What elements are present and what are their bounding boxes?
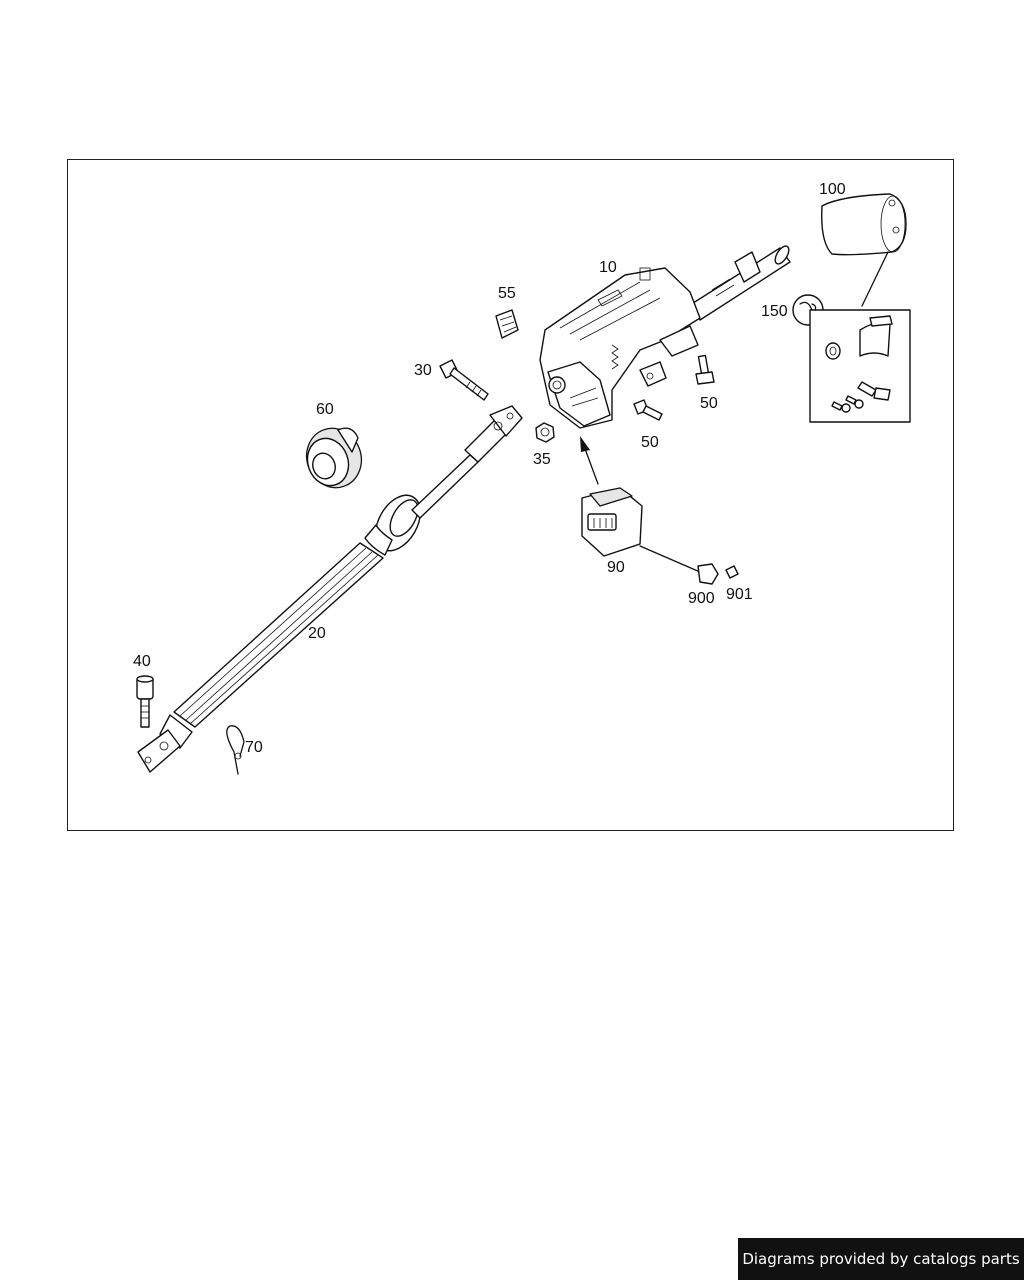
callout-20: 20 <box>308 625 326 642</box>
part-150-repair-kit[interactable] <box>792 294 911 423</box>
callout-901: 901 <box>726 586 753 603</box>
part-900-connector[interactable] <box>697 563 719 585</box>
callout-40: 40 <box>133 653 151 670</box>
part-60-grommet[interactable] <box>298 421 369 496</box>
part-55-clip[interactable] <box>495 309 519 339</box>
part-10-steering-column[interactable] <box>539 244 792 429</box>
part-901-pin[interactable] <box>725 565 739 579</box>
part-40-bolt[interactable] <box>136 675 154 728</box>
callout-60: 60 <box>316 401 334 418</box>
part-90-control-module[interactable] <box>581 487 701 573</box>
callout-90: 90 <box>607 559 625 576</box>
credit-badge: Diagrams provided by catalogs parts <box>738 1238 1024 1280</box>
callout-30: 30 <box>414 362 432 379</box>
callout-50-upper: 50 <box>700 395 718 412</box>
assembly-arrow <box>580 436 599 485</box>
callout-10: 10 <box>599 259 617 276</box>
part-30-bolt[interactable] <box>439 359 489 401</box>
part-50-bolt-lower[interactable] <box>633 399 663 421</box>
callout-55: 55 <box>498 285 516 302</box>
callout-50-lower: 50 <box>641 434 659 451</box>
callout-70: 70 <box>245 739 263 756</box>
part-100-cover[interactable] <box>821 193 907 307</box>
callout-35: 35 <box>533 451 551 468</box>
callout-150: 150 <box>761 303 788 320</box>
part-50-bolt-upper[interactable] <box>695 354 715 385</box>
parts-diagram-frame <box>67 159 954 831</box>
part-20-intermediate-shaft[interactable] <box>137 405 523 773</box>
callout-100: 100 <box>819 181 846 198</box>
part-70-clip[interactable] <box>226 725 245 775</box>
callout-900: 900 <box>688 590 715 607</box>
part-35-nut[interactable] <box>535 422 555 443</box>
